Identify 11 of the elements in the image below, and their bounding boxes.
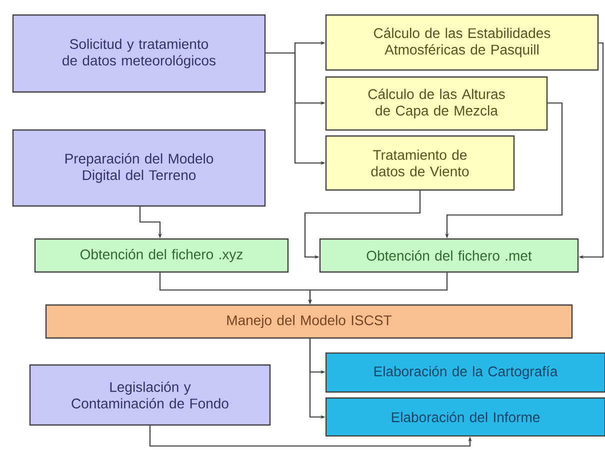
process-box: Cálculo de las Alturas de Capa de Mezcla <box>325 76 548 131</box>
process-box: Elaboración del Informe <box>325 397 605 437</box>
process-box: Manejo del Modelo ISCST <box>45 304 573 339</box>
process-box: Preparación del Modelo Digital del Terreno <box>12 129 266 207</box>
process-box: Cálculo de las Estabilidades Atmosféricas de Pasquill <box>325 14 599 71</box>
process-box: Obtención del fichero .met <box>319 238 579 273</box>
process-box: Legislación y Contaminación de Fondo <box>29 364 271 426</box>
process-box: Solicitud y tratamiento de datos meteorológicos <box>12 14 266 93</box>
process-box: Tratamiento de datos de Viento <box>325 135 515 191</box>
process-box: Elaboración de la Cartografía <box>325 352 605 393</box>
process-box: Obtención del fichero .xyz <box>34 238 289 273</box>
